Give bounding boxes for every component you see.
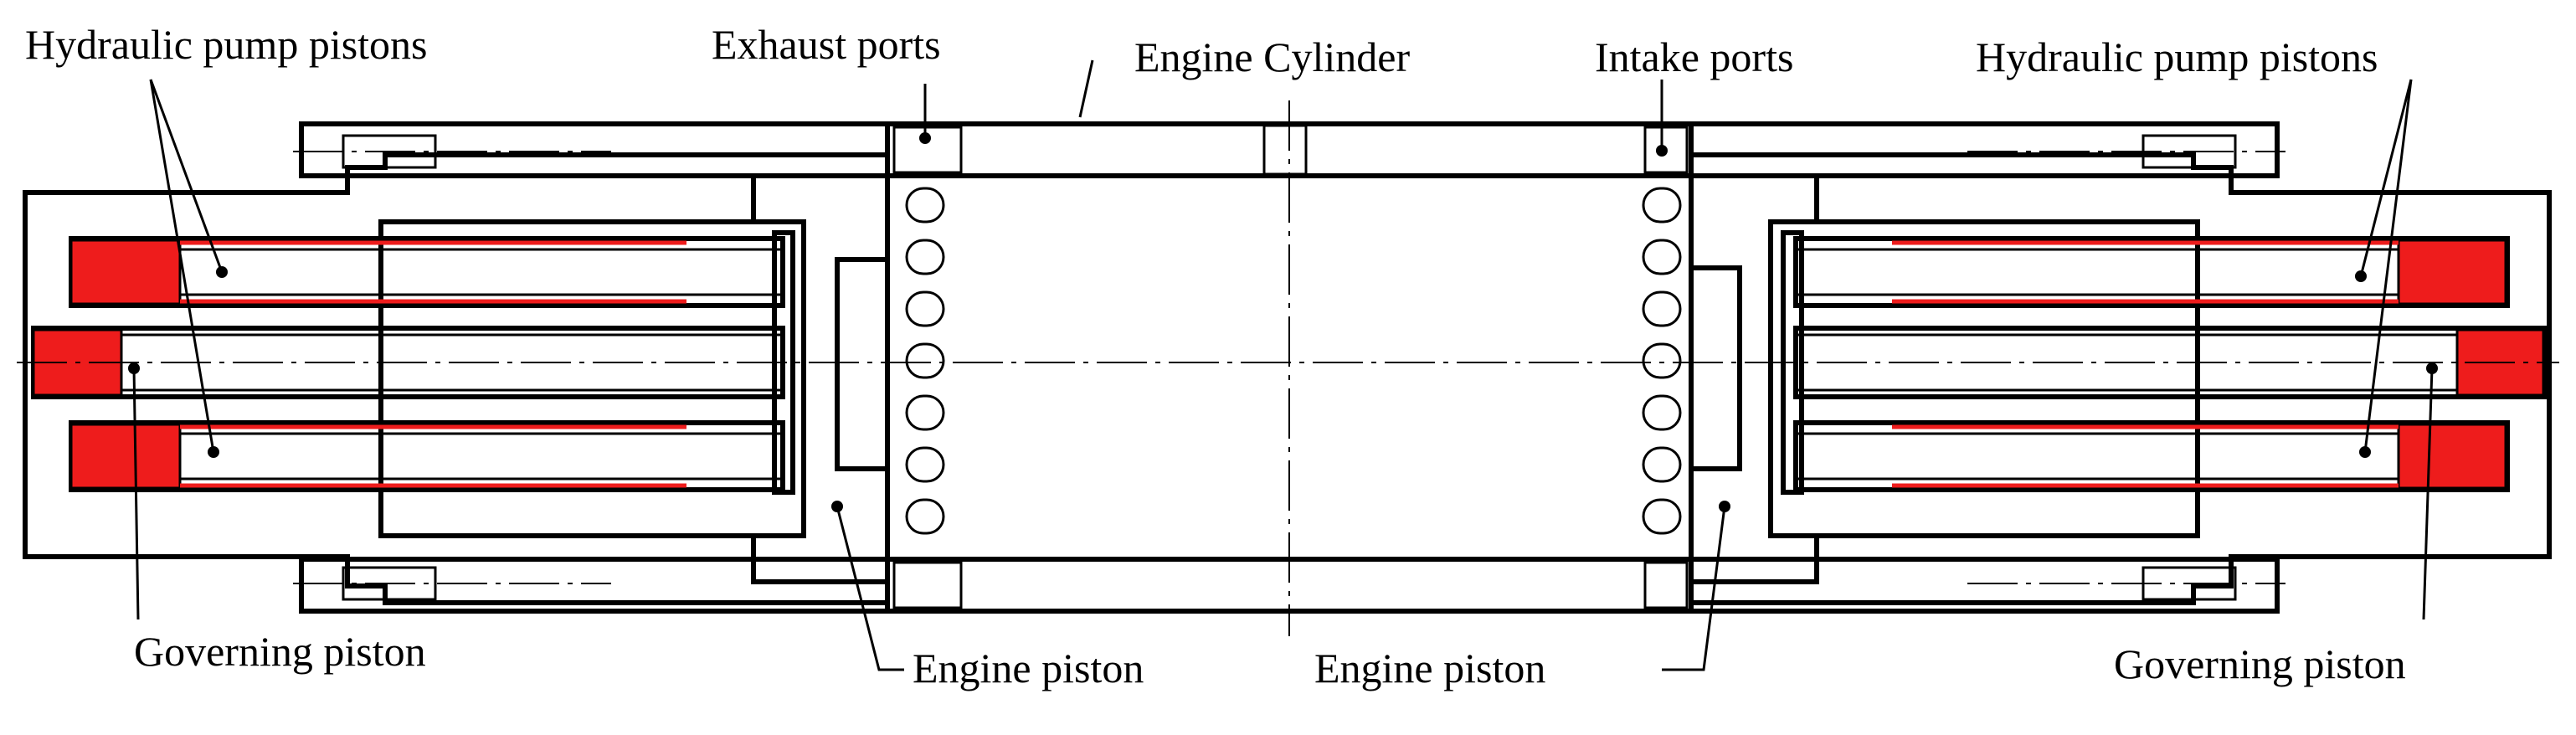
piston-ring-groove [905,498,945,535]
label-engine-piston-left: Engine piston [913,645,1144,691]
hydraulic-piston-left-top [178,248,784,296]
intake-port-top [1643,126,1689,174]
left-pump-bores [31,230,795,495]
piston-ring-groove [1642,290,1682,327]
label-engine-piston-right: Engine piston [1314,645,1545,691]
hydraulic-fluid-left-top [69,239,182,306]
piston-ring-groove [1642,446,1682,483]
hydraulic-fluid-left-bottom [69,423,182,490]
center-lines [17,100,2559,636]
exhaust-port-bottom [892,561,963,609]
piston-ring-groove [905,239,945,275]
piston-ring-groove [1642,394,1682,431]
right-pump-bores [1781,230,2548,495]
hydraulic-fluid-right-bottom [2397,423,2507,490]
label-governing-piston-right: Governing piston [2114,640,2406,687]
hydraulic-fluid-right-top [2397,239,2507,306]
label-governing-piston-left: Governing piston [134,628,426,675]
right-pump-housing [1689,152,2552,605]
hydraulic-piston-left-bottom [178,432,784,481]
governing-piston-right [1794,333,2459,392]
piston-ring-groove [1642,239,1682,275]
piston-ring-groove [905,446,945,483]
label-hydraulic-pump-pistons-right: Hydraulic pump pistons [1976,33,2378,80]
engine-piston-left [751,173,945,562]
label-intake-ports: Intake ports [1595,33,1793,80]
piston-ring-groove [905,342,945,379]
piston-ring-groove [1642,342,1682,379]
label-engine-cylinder: Engine Cylinder [1134,33,1410,80]
piston-ring-groove [905,290,945,327]
engine-piston-right [1642,173,1819,562]
piston-ring-groove [1642,187,1682,224]
exhaust-port-top [892,126,963,174]
intake-port-bottom [1643,561,1689,609]
leader-lines [128,59,2438,671]
piston-ring-groove [905,187,945,224]
hydraulic-piston-right-bottom [1794,432,2400,481]
label-hydraulic-pump-pistons-left: Hydraulic pump pistons [25,21,428,68]
label-exhaust-ports: Exhaust ports [712,21,941,68]
left-pump-housing [23,152,890,605]
piston-ring-groove [1642,498,1682,535]
hydraulic-piston-right-top [1794,248,2400,296]
piston-ring-groove [905,394,945,431]
